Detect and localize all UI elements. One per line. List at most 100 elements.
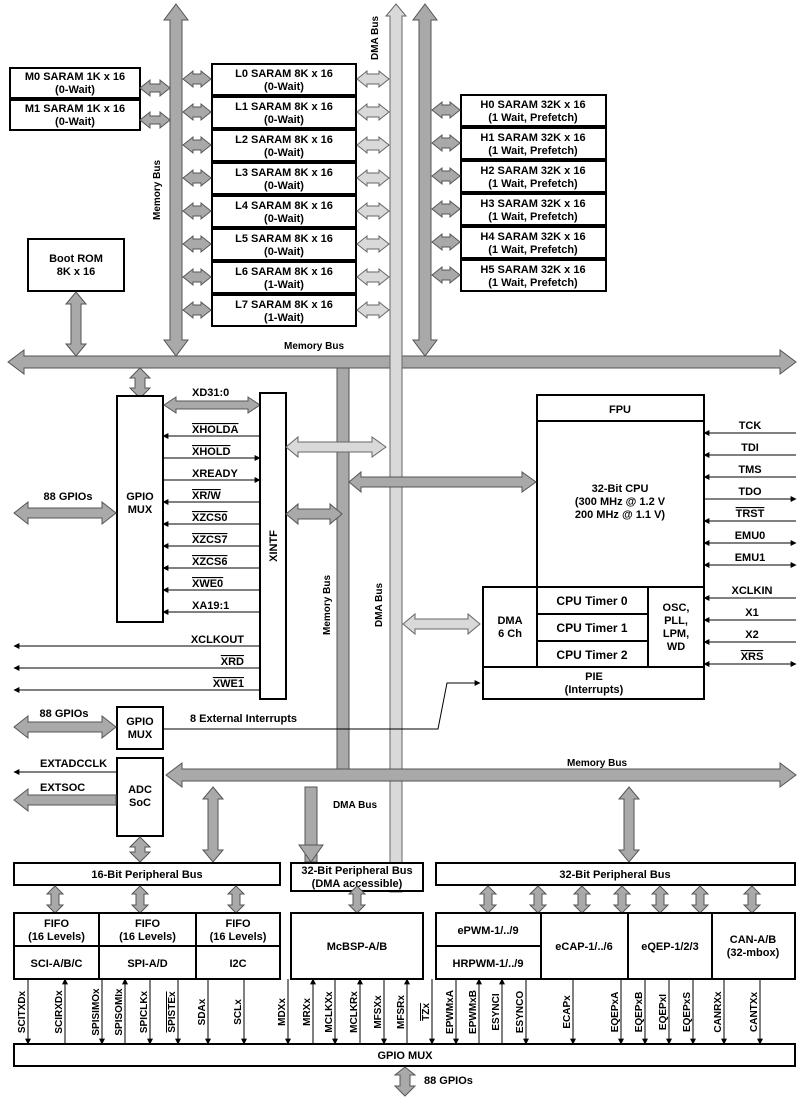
peripheral16-label: I2C bbox=[229, 958, 246, 970]
gpio-88-label: 88 GPIOs bbox=[44, 491, 93, 503]
peripheral-bus-connector bbox=[650, 885, 670, 914]
cpu-timer-block bbox=[536, 586, 649, 615]
ext-int-label: 8 External Interrupts bbox=[190, 713, 297, 725]
cpu-title: 32-Bit CPU bbox=[592, 483, 649, 495]
can-line2: (32-mbox) bbox=[727, 947, 780, 959]
xintf-output-label: XCLKOUT bbox=[191, 634, 244, 646]
osc-block bbox=[647, 586, 705, 668]
dma-bus-label-mid: DMA Bus bbox=[374, 583, 385, 628]
peripheral16-label: SCI-A/B/C bbox=[31, 958, 83, 970]
dma-line2: 6 Ch bbox=[498, 628, 522, 640]
m1-bus-arrow bbox=[139, 110, 171, 130]
l-memory-bus-arrow bbox=[182, 102, 212, 122]
memory-bus-left-vertical bbox=[163, 3, 189, 357]
xintf-block bbox=[259, 392, 287, 700]
h-saram-name: H0 SARAM 32K x 16 bbox=[480, 99, 585, 111]
extsoc-arrow bbox=[13, 787, 117, 813]
h-memory-bus-arrow bbox=[431, 265, 461, 285]
gpio-mux-line2: MUX bbox=[128, 504, 153, 516]
boot-rom-block bbox=[27, 238, 125, 292]
dma-bus-vertical bbox=[384, 3, 408, 893]
gpio-mux-bus-arrow bbox=[128, 367, 152, 399]
l-saram-wait: (0-Wait) bbox=[264, 180, 304, 192]
l-saram-block bbox=[211, 63, 357, 96]
ecap-label: eCAP-1/../6 bbox=[555, 941, 612, 953]
pin-label: SDAx bbox=[197, 998, 208, 1025]
peripheral-bus-connector bbox=[528, 885, 548, 914]
dma-ch-bus-arrow bbox=[402, 612, 481, 636]
hrpwm-block bbox=[435, 945, 542, 980]
l-dma-bus-arrow bbox=[356, 102, 390, 122]
h-saram-wait: (1 Wait, Prefetch) bbox=[488, 178, 578, 190]
osc-text-line: LPM, bbox=[663, 628, 689, 640]
pin-label: SCIRXDx bbox=[54, 990, 65, 1034]
pin-label: ESYNCI bbox=[491, 993, 502, 1030]
fifo-levels: (16 Levels) bbox=[210, 931, 267, 943]
osc-text-line: OSC, bbox=[663, 602, 690, 614]
bus-32bit-dma-sub: (DMA accessible) bbox=[312, 878, 403, 890]
dma-line1: DMA bbox=[497, 615, 522, 627]
ext-int-line bbox=[163, 680, 481, 730]
l-saram-blocks: L0 SARAM 8K x 16(0-Wait)L1 SARAM 8K x 16… bbox=[182, 63, 390, 327]
h-saram-name: H3 SARAM 32K x 16 bbox=[480, 198, 585, 210]
xintf-signal-label: XHOLDA bbox=[192, 424, 239, 436]
adc-line1: ADC bbox=[128, 784, 152, 796]
xintf-signal-label: XWE0 bbox=[192, 578, 223, 590]
l-memory-bus-arrow bbox=[182, 135, 212, 155]
h-saram-block bbox=[460, 193, 607, 226]
pin-label: TZx bbox=[421, 1003, 432, 1021]
h-memory-bus-arrow bbox=[431, 133, 461, 153]
xintf-output-label: XRD bbox=[221, 656, 244, 668]
xintf-signal-label: XR/W bbox=[192, 490, 221, 502]
gpio-mux-bottom bbox=[13, 1043, 796, 1067]
h-saram-block bbox=[460, 94, 607, 127]
cpu-block bbox=[536, 420, 705, 588]
pin-label: SPISIMOx bbox=[91, 988, 102, 1036]
l-saram-block bbox=[211, 129, 357, 162]
pin-label: MRXx bbox=[302, 998, 313, 1026]
l-saram-wait: (1-Wait) bbox=[264, 312, 304, 324]
pin-label: MFSXx bbox=[373, 995, 384, 1029]
m0-bus-arrow bbox=[139, 78, 171, 98]
h-saram-name: H4 SARAM 32K x 16 bbox=[480, 231, 585, 243]
l-saram-name: L5 SARAM 8K x 16 bbox=[235, 233, 333, 245]
fpu-label: FPU bbox=[609, 404, 631, 416]
l-saram-name: L7 SARAM 8K x 16 bbox=[235, 299, 333, 311]
gpio-mux2-line2: MUX bbox=[128, 729, 153, 741]
fifo-levels: (16 Levels) bbox=[28, 931, 85, 943]
memory-bus-lower bbox=[165, 762, 797, 788]
osc-pin-label: X2 bbox=[745, 629, 758, 641]
cpu-timer-label: CPU Timer 1 bbox=[556, 621, 627, 635]
can-block bbox=[711, 912, 796, 980]
pin-label: EPWMxA bbox=[445, 990, 456, 1034]
l-memory-bus-arrow bbox=[182, 201, 212, 221]
pin-label: EPWMxB bbox=[468, 990, 479, 1034]
pin-label: MFSRx bbox=[396, 995, 407, 1029]
dma-bus-label-top: DMA Bus bbox=[370, 16, 381, 61]
h-saram-wait: (1 Wait, Prefetch) bbox=[488, 112, 578, 124]
l-saram-wait: (1-Wait) bbox=[264, 279, 304, 291]
fifo-label: FIFO bbox=[135, 918, 160, 930]
l-saram-name: L3 SARAM 8K x 16 bbox=[235, 167, 333, 179]
dma-bus-arrow-down bbox=[298, 844, 324, 863]
l-saram-name: L6 SARAM 8K x 16 bbox=[235, 266, 333, 278]
jtag-label: TRST bbox=[736, 508, 765, 520]
pin-label: EQEPxA bbox=[610, 992, 621, 1033]
l-saram-block bbox=[211, 294, 357, 327]
pin-label: CANTXx bbox=[749, 992, 760, 1032]
h-memory-bus-arrow bbox=[431, 100, 461, 120]
h-saram-block bbox=[460, 160, 607, 193]
l-dma-bus-arrow bbox=[356, 69, 390, 89]
memory-bus-label-top: Memory Bus bbox=[284, 341, 344, 352]
xintf-signal-label: XZCS6 bbox=[192, 556, 227, 568]
jtag-label: TMS bbox=[738, 464, 761, 476]
fifo-block bbox=[13, 912, 100, 947]
cpu-memory-arrow bbox=[348, 470, 537, 494]
peripheral-bus-connector bbox=[690, 885, 710, 914]
h-saram-wait: (1 Wait, Prefetch) bbox=[488, 244, 578, 256]
pin-label: MDXx bbox=[277, 998, 288, 1026]
